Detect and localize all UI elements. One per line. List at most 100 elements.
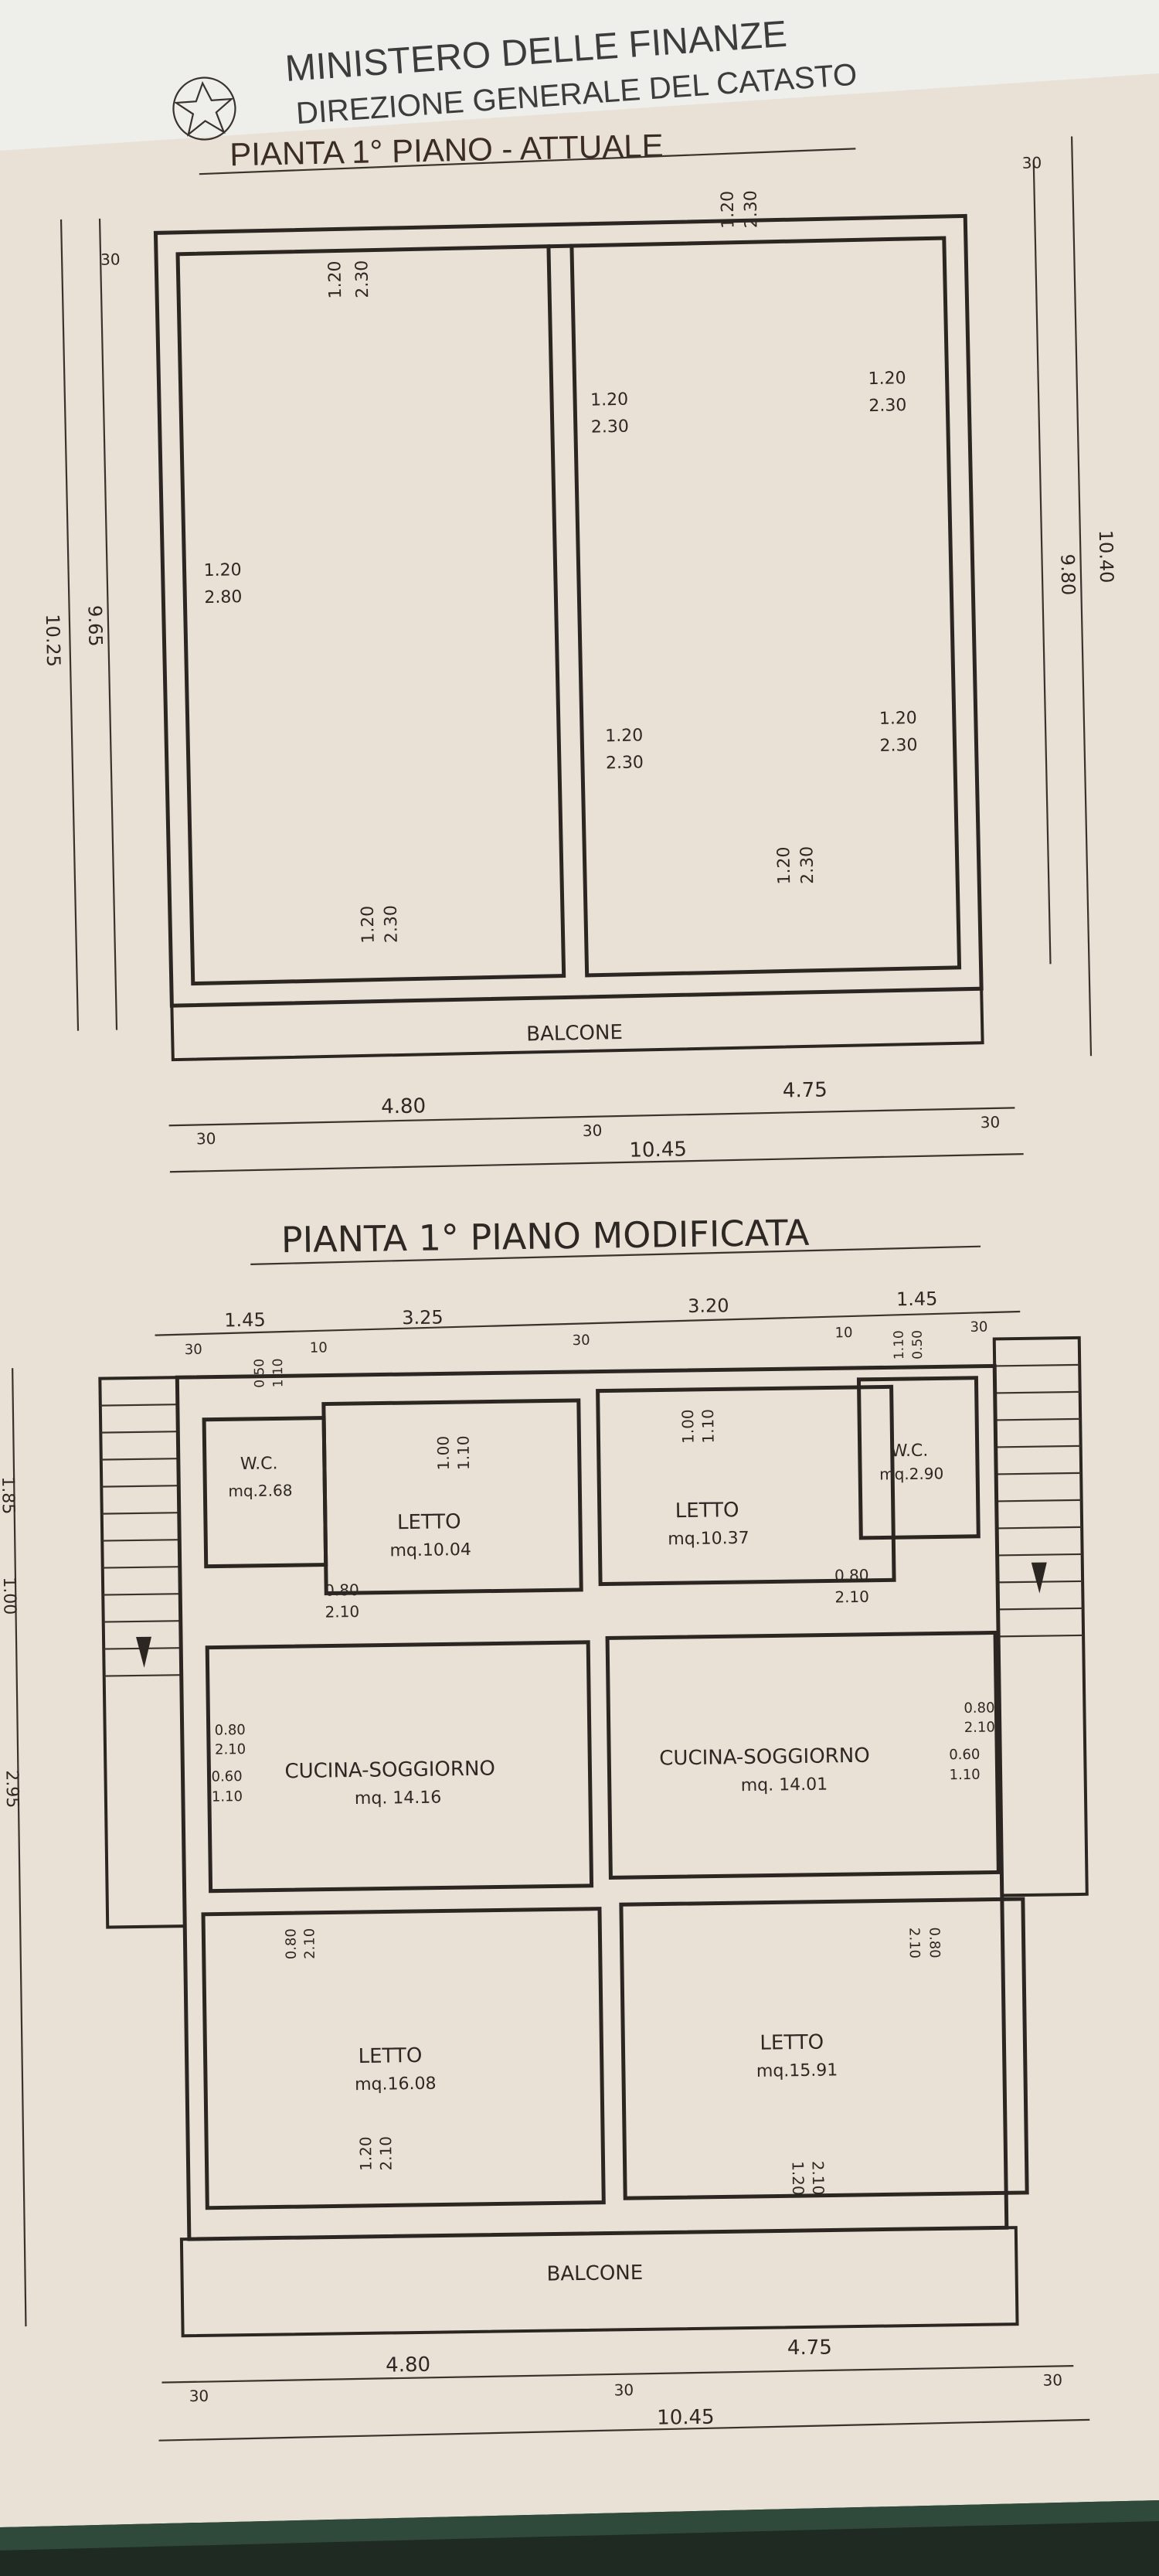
dim-total-width: 10.45 bbox=[629, 1138, 687, 1162]
svg-text:mq.10.37: mq.10.37 bbox=[668, 1529, 749, 1549]
svg-text:2.30: 2.30 bbox=[797, 846, 817, 884]
header-sheet bbox=[0, 0, 1159, 151]
svg-text:mq.10.04: mq.10.04 bbox=[389, 1540, 471, 1560]
dim-left-3: 2.95 bbox=[2, 1770, 22, 1808]
room-cucina-soggiorno-left: CUCINA-SOGGIORNO mq. 14.16 bbox=[284, 1758, 495, 1809]
side-window-right: 0.601.10 bbox=[949, 1747, 981, 1784]
svg-text:1.00: 1.00 bbox=[433, 1436, 453, 1471]
svg-text:mq. 14.16: mq. 14.16 bbox=[355, 1788, 442, 1809]
svg-text:1.00: 1.00 bbox=[678, 1409, 698, 1444]
dim-left-30: 30 bbox=[100, 250, 121, 269]
room-letto-2: LETTO mq.10.37 bbox=[668, 1499, 749, 1549]
dim-top-10-a: 10 bbox=[310, 1339, 328, 1356]
dim-top-4: 1.45 bbox=[896, 1288, 938, 1310]
dim-right-inner: 9.80 bbox=[1056, 553, 1079, 595]
svg-text:LETTO: LETTO bbox=[760, 2031, 824, 2055]
svg-text:2.10: 2.10 bbox=[834, 1587, 869, 1607]
dim-line-left-inner bbox=[98, 218, 118, 1030]
arrow-down-icon bbox=[1031, 1562, 1047, 1594]
balcony-label: BALCONE bbox=[526, 1021, 623, 1046]
svg-text:1.20: 1.20 bbox=[879, 709, 917, 729]
plan-modified-title: PIANTA 1° PIANO MODIFICATA bbox=[280, 1212, 810, 1261]
window-dim-1: 1.20 2.30 bbox=[325, 260, 372, 299]
title-underline-2 bbox=[250, 1245, 981, 1265]
dim-bottom-total: 10.45 bbox=[657, 2406, 715, 2430]
arrow-down-icon bbox=[136, 1636, 152, 1668]
svg-text:1.10: 1.10 bbox=[949, 1767, 980, 1784]
svg-text:1.20: 1.20 bbox=[356, 2136, 376, 2171]
dim-top-30-a: 30 bbox=[185, 1342, 202, 1358]
svg-text:0.50: 0.50 bbox=[252, 1359, 268, 1388]
svg-text:LETTO: LETTO bbox=[675, 1499, 739, 1523]
door-dim-1: 0.802.10 bbox=[325, 1581, 359, 1621]
svg-text:1.20: 1.20 bbox=[203, 560, 241, 580]
svg-text:1.20: 1.20 bbox=[868, 369, 906, 389]
dim-left-width: 4.80 bbox=[381, 1094, 427, 1118]
svg-text:2.30: 2.30 bbox=[382, 905, 402, 943]
room-letto-4: LETTO mq.15.91 bbox=[756, 2031, 838, 2081]
svg-text:mq.15.91: mq.15.91 bbox=[756, 2060, 838, 2081]
dim-line-right-inner bbox=[1032, 160, 1052, 965]
dim-right-30: 30 bbox=[1022, 153, 1042, 172]
dim-line-total bbox=[169, 1153, 1024, 1173]
room-cucina-soggiorno-right: CUCINA-SOGGIORNO mq. 14.01 bbox=[659, 1744, 870, 1796]
dim-bottom-left: 4.80 bbox=[386, 2353, 430, 2377]
svg-text:1.10: 1.10 bbox=[892, 1330, 908, 1359]
dim-right-width: 4.75 bbox=[783, 1078, 828, 1102]
dim-line-top bbox=[155, 1310, 1021, 1336]
emblem-icon bbox=[172, 77, 236, 141]
svg-text:0.80: 0.80 bbox=[215, 1722, 246, 1739]
room-wc-right: W.C. mq.2.90 bbox=[879, 1441, 943, 1484]
svg-text:2.30: 2.30 bbox=[879, 736, 917, 756]
door-dim-4: 0.802.10 bbox=[964, 1700, 995, 1736]
side-window-left: 0.601.10 bbox=[211, 1768, 243, 1805]
dim-top-3: 3.20 bbox=[688, 1295, 729, 1317]
dim-left-2: 1.00 bbox=[0, 1577, 19, 1615]
dim-30-a: 30 bbox=[196, 1129, 216, 1148]
dim-line-left-side bbox=[12, 1368, 27, 2327]
svg-text:W.C.: W.C. bbox=[891, 1441, 929, 1462]
dim-line-bottom-total bbox=[158, 2418, 1090, 2442]
svg-text:2.30: 2.30 bbox=[352, 260, 372, 298]
dim-top-30-b: 30 bbox=[573, 1332, 590, 1349]
svg-text:1.20: 1.20 bbox=[774, 846, 794, 884]
svg-text:2.30: 2.30 bbox=[606, 753, 644, 773]
stairs-right bbox=[992, 1336, 1089, 1897]
svg-text:mq.2.90: mq.2.90 bbox=[879, 1464, 943, 1483]
svg-text:1.20: 1.20 bbox=[325, 260, 345, 298]
svg-text:1.10: 1.10 bbox=[270, 1358, 287, 1387]
svg-text:mq.16.08: mq.16.08 bbox=[355, 2074, 437, 2094]
dim-left-inner: 9.65 bbox=[84, 605, 107, 647]
dim-bot-30-a: 30 bbox=[189, 2387, 209, 2405]
door-dim-2: 0.80 2.10 bbox=[834, 1566, 869, 1607]
svg-text:2.30: 2.30 bbox=[868, 396, 906, 416]
dim-bot-30-b: 30 bbox=[614, 2380, 634, 2399]
dim-line-right-outer bbox=[1070, 136, 1093, 1057]
window-dim-letto-4: 2.101.20 bbox=[789, 2161, 828, 2196]
svg-text:2.10: 2.10 bbox=[376, 2136, 396, 2171]
svg-text:LETTO: LETTO bbox=[397, 1510, 461, 1534]
svg-text:mq. 14.01: mq. 14.01 bbox=[741, 1775, 828, 1796]
dim-right-outer: 10.40 bbox=[1095, 529, 1117, 583]
window-dim-mid-1: 1.202.30 bbox=[590, 390, 629, 437]
window-dim-left: 1.202.80 bbox=[203, 560, 242, 607]
dim-top-30-c: 30 bbox=[970, 1319, 987, 1336]
dim-top-10-b: 10 bbox=[834, 1325, 852, 1341]
svg-text:0.80: 0.80 bbox=[283, 1928, 300, 1959]
svg-text:W.C.: W.C. bbox=[240, 1454, 278, 1474]
svg-text:0.80: 0.80 bbox=[926, 1927, 943, 1958]
svg-text:2.30: 2.30 bbox=[591, 417, 629, 437]
svg-text:0.80: 0.80 bbox=[834, 1566, 869, 1585]
room-letto-1: LETTO mq.10.04 bbox=[389, 1510, 471, 1560]
svg-text:1.20: 1.20 bbox=[605, 726, 643, 746]
dim-line-bottom bbox=[161, 2365, 1074, 2384]
svg-text:2.10: 2.10 bbox=[964, 1719, 995, 1736]
